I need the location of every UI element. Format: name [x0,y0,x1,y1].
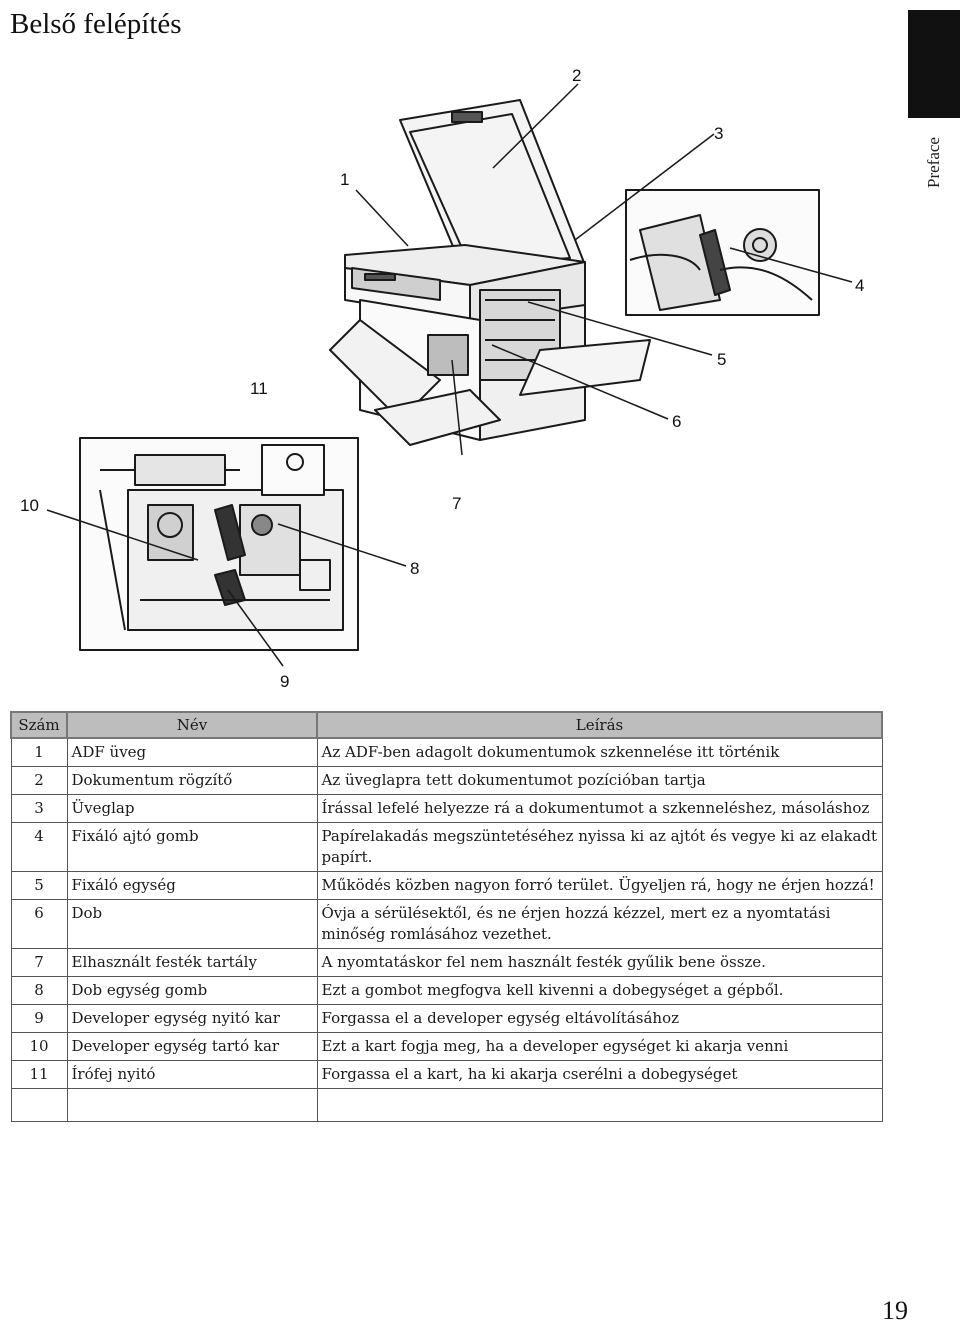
page-title: Belső felépítés [10,8,182,40]
page-number: 19 [882,1296,908,1325]
row-number: 1 [10,737,68,767]
row-number: 6 [10,899,68,949]
row-name: ADF üveg [66,737,318,767]
header-name: Név [66,711,318,739]
callout-3: 3 [714,124,724,143]
row-description: Óvja a sérülésektől, és ne érjen hozzá k… [316,899,883,949]
table-row: 5 Fixáló egység Működés közben nagyon fo… [10,871,883,900]
section-tab [908,10,960,118]
callout-7: 7 [452,494,462,513]
row-name: Developer egység nyitó kar [66,1004,318,1033]
table-row: 11 Írófej nyitó Forgassa el a kart, ha k… [10,1060,883,1089]
callout-8: 8 [410,559,420,578]
table-row: 10 Developer egység tartó kar Ezt a kart… [10,1032,883,1061]
row-name: Fixáló egység [66,871,318,900]
table-row: 8 Dob egység gomb Ezt a gombot megfogva … [10,976,883,1005]
callout-10: 10 [20,496,39,515]
row-description: Ezt a gombot megfogva kell kivenni a dob… [316,976,883,1005]
row-number: 11 [10,1060,68,1089]
row-description: Működés közben nagyon forró terület. Ügy… [316,871,883,900]
row-name: Fixáló ajtó gomb [66,822,318,872]
row-description: Ezt a kart fogja meg, ha a developer egy… [316,1032,883,1061]
parts-table: Szám Név Leírás 1 ADF üveg Az ADF-ben ad… [10,711,883,1122]
row-description: Forgassa el a developer egység eltávolít… [316,1004,883,1033]
table-row: 3 Üveglap Írással lefelé helyezze rá a d… [10,794,883,823]
filler-cell [10,1088,68,1122]
callout-2: 2 [572,66,582,85]
table-filler-row [10,1088,883,1122]
row-name: Írófej nyitó [66,1060,318,1089]
row-number: 8 [10,976,68,1005]
row-number: 3 [10,794,68,823]
row-description: Forgassa el a kart, ha ki akarja cseréln… [316,1060,883,1089]
filler-cell [316,1088,883,1122]
row-number: 7 [10,948,68,977]
table-row: 4 Fixáló ajtó gomb Papírelakadás megszün… [10,822,883,872]
callout-5: 5 [717,350,727,369]
table-row: 6 Dob Óvja a sérülésektől, és ne érjen h… [10,899,883,949]
row-number: 2 [10,766,68,795]
header-description: Leírás [316,711,883,739]
row-number: 9 [10,1004,68,1033]
callout-9: 9 [280,672,290,691]
row-name: Dokumentum rögzítő [66,766,318,795]
row-number: 4 [10,822,68,872]
row-number: 5 [10,871,68,900]
callout-11: 11 [250,379,268,398]
row-description: Az ADF-ben adagolt dokumentumok szkennel… [316,737,883,767]
callout-4: 4 [855,276,865,295]
row-name: Elhasznált festék tartály [66,948,318,977]
row-name: Üveglap [66,794,318,823]
callout-1: 1 [340,170,350,189]
row-description: Papírelakadás megszüntetéséhez nyissa ki… [316,822,883,872]
table-row: 2 Dokumentum rögzítő Az üveglapra tett d… [10,766,883,795]
row-name: Dob egység gomb [66,976,318,1005]
table-row: 7 Elhasznált festék tartály A nyomtatásk… [10,948,883,977]
table-row: 1 ADF üveg Az ADF-ben adagolt dokumentum… [10,737,883,767]
row-description: Az üveglapra tett dokumentumot pozícióba… [316,766,883,795]
filler-cell [66,1088,318,1122]
callout-6: 6 [672,412,682,431]
header-number: Szám [10,711,68,739]
table-header-row: Szám Név Leírás [10,711,883,739]
row-description: Írással lefelé helyezze rá a dokumentumo… [316,794,883,823]
printer-diagram [46,83,853,667]
row-name: Developer egység tartó kar [66,1032,318,1061]
table-row: 9 Developer egység nyitó kar Forgassa el… [10,1004,883,1033]
row-number: 10 [10,1032,68,1061]
row-name: Dob [66,899,318,949]
row-description: A nyomtatáskor fel nem használt festék g… [316,948,883,977]
